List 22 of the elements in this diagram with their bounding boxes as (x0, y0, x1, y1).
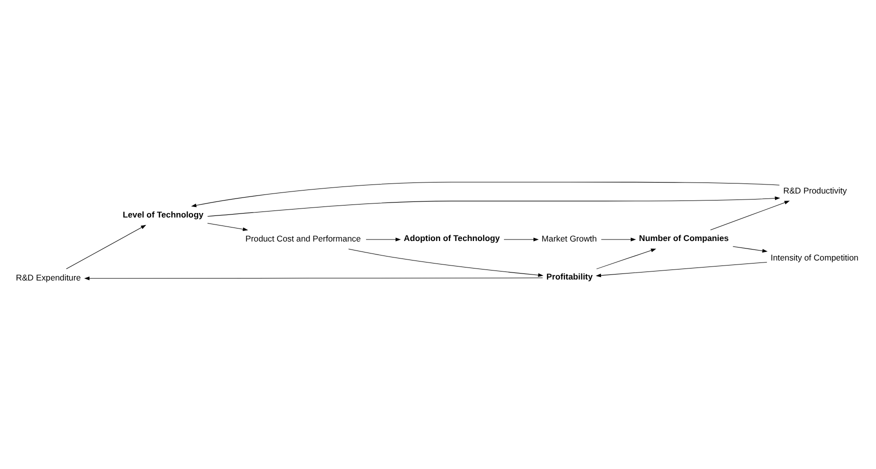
arrow (191, 181, 780, 207)
arrow (207, 222, 248, 231)
node-text: Adoption of Technology (404, 232, 500, 242)
arrow (732, 246, 768, 252)
node-text: Profitability (546, 270, 593, 281)
node-text: Intensity of Competition (770, 252, 858, 262)
arrow (84, 276, 543, 280)
arrow (600, 237, 636, 241)
node-text: R&D Expenditure (16, 272, 81, 282)
arrow (66, 224, 146, 269)
arrow (366, 237, 401, 241)
node-text: R&D Productivity (783, 185, 847, 196)
arrow (207, 196, 780, 216)
arrow (710, 200, 790, 230)
node-text: Market Growth (542, 232, 597, 243)
node-text: Product Cost and Performance (245, 232, 361, 243)
arrow (596, 248, 656, 269)
arrow (596, 261, 768, 277)
node-text: Level of Technology (122, 208, 204, 219)
arrow (504, 237, 539, 241)
arrow (348, 248, 544, 276)
node-text: Number of Companies (639, 232, 729, 242)
